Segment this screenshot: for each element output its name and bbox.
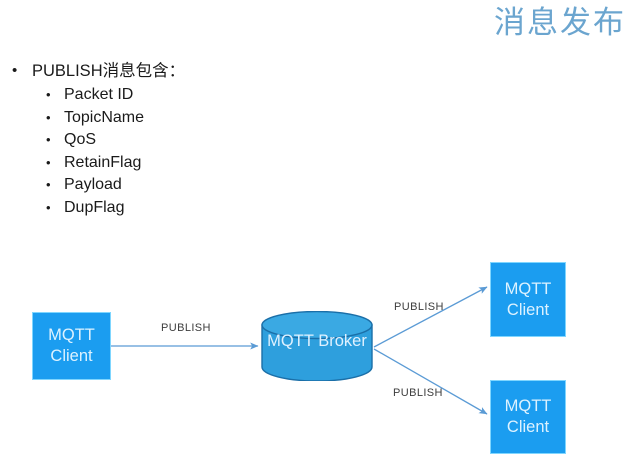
node-client-top[interactable]: MQTT Client [490,262,566,337]
list-item-label: TopicName [64,108,145,126]
node-broker[interactable]: MQTT Broker [261,311,373,381]
list-item: • DupFlag [46,197,342,220]
bullet-marker-icon: • [46,87,51,102]
node-client-left[interactable]: MQTT Client [32,312,111,380]
node-label-line2: Client [50,347,93,365]
node-label-line1: MQTT [48,326,95,344]
bullet-marker-icon: • [46,199,51,215]
list-item: • Packet ID [46,84,342,107]
bullet-marker-icon: • [46,132,51,147]
list-item-label: QoS [64,131,97,148]
bullet-sub-list: • Packet ID • TopicName • QoS • RetainFl… [46,84,342,219]
bullet-main-label: PUBLISH消息包含： [32,62,186,80]
edge-label-client-to-broker: PUBLISH [161,322,211,334]
node-label-line2: Client [506,300,550,319]
bullet-marker-icon: • [12,62,18,79]
node-label-line2: Client [506,418,550,436]
edge-label-broker-to-client-bottom: PUBLISH [393,387,443,399]
node-label-line1: MQTT [504,279,552,298]
list-item: • Payload [46,174,342,197]
arrow-broker-to-client-bottom [373,348,488,415]
bullet-marker-icon: • [46,154,51,170]
list-item: • TopicName [46,107,342,130]
list-item: • RetainFlag [46,152,342,175]
node-client-bottom[interactable]: MQTT Client [490,380,566,454]
list-item: • QoS [46,129,342,152]
arrow-broker-to-client-top [373,286,488,348]
cylinder-icon [261,311,373,381]
page-title: 消息发布 [494,5,626,40]
list-item-label: Packet ID [64,86,134,103]
bullet-marker-icon: • [46,109,51,125]
list-item-label: RetainFlag [64,153,142,171]
list-item-label: Payload [64,176,122,193]
bullet-list: • PUBLISH消息包含： • Packet ID • TopicName •… [12,58,342,219]
node-label-line1: MQTT [504,397,552,415]
list-item-label: DupFlag [64,198,125,216]
edge-label-broker-to-client-top: PUBLISH [394,301,444,313]
bullet-main: • PUBLISH消息包含： [12,58,342,84]
bullet-marker-icon: • [46,177,51,192]
